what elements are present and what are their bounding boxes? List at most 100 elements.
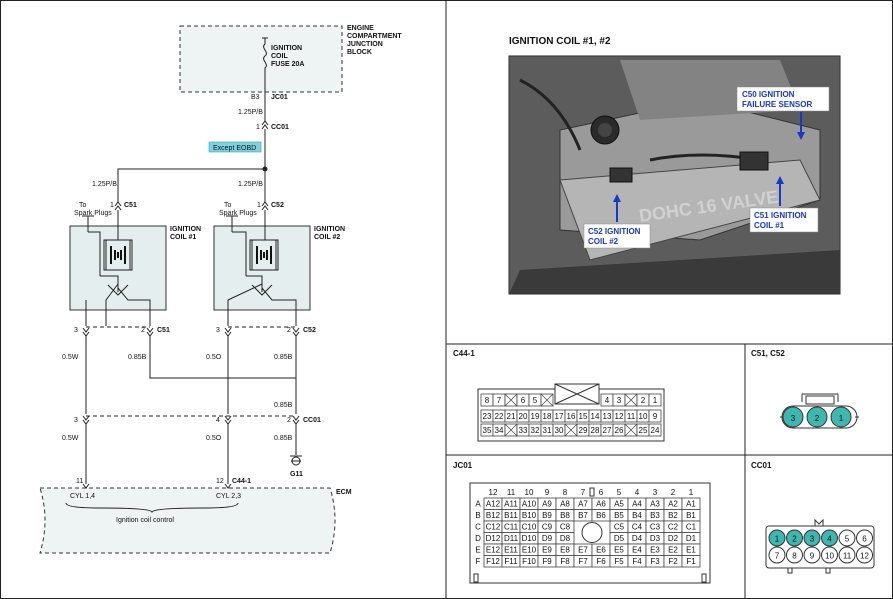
c51-pin-label: 3 — [791, 414, 796, 423]
c44-blank-pin-icon — [504, 393, 518, 407]
jc01-pin-label: B6 — [596, 511, 606, 520]
c44-keyway-icon — [554, 383, 600, 405]
jc01-pin-label: B3 — [650, 511, 660, 520]
jc01-pin-label: A9 — [542, 500, 552, 509]
cc01-bottom-name: CC01 — [303, 417, 321, 424]
cc01-bottom-pin-2: 4 — [216, 417, 220, 424]
c44-pin-label: 21 — [507, 412, 516, 421]
jc01-pin-label: D9 — [542, 534, 553, 543]
jc01-column-label: 7 — [581, 488, 586, 497]
cc01-pin-label: 6 — [862, 535, 867, 544]
c44-pin-label: 19 — [531, 412, 540, 421]
jc01-column-label: 3 — [653, 488, 658, 497]
spark-right-label-2: Spark Plugs — [219, 210, 257, 217]
arrow-up-icon — [613, 194, 621, 202]
c44-blank-pin-icon — [624, 423, 638, 437]
c44-pin-label: 31 — [543, 426, 552, 435]
c51-pin-label: 2 — [815, 414, 820, 423]
wire-mid-4: 0.85B — [274, 354, 293, 361]
jc01-pin-label: C1 — [686, 523, 697, 532]
jc01-row-label: D — [475, 534, 481, 543]
cc01-pin — [838, 529, 856, 547]
c52-bottom-name: C52 — [303, 327, 316, 334]
jc01-pin-label: A11 — [504, 500, 518, 509]
jc01-column-label: 5 — [617, 488, 622, 497]
c44-pin-label: 12 — [615, 412, 624, 421]
jc01-pin-label: D11 — [504, 534, 519, 543]
c51-top-pin: 1 — [110, 202, 114, 209]
jc01-row-label: A — [475, 500, 481, 509]
jc01-pin-label: D10 — [522, 534, 537, 543]
coil1-label-2: COIL #1 — [170, 234, 196, 241]
jc01-pin-label: B4 — [632, 511, 642, 520]
c44-pin-label: 29 — [579, 426, 588, 435]
wire-right-label: 1.25P/B — [238, 181, 263, 188]
jc01-pin-label: E5 — [614, 546, 624, 555]
coil2-label-2: COIL #2 — [314, 234, 340, 241]
c44-pin-label: 30 — [555, 426, 564, 435]
jc01-pin-label: F1 — [686, 557, 696, 566]
c51-pin — [830, 406, 852, 428]
c44-pin-label: 14 — [591, 412, 600, 421]
jc01-pin-label: C4 — [632, 523, 643, 532]
jc01-pin-label: F6 — [596, 557, 606, 566]
cc01-pin-label: 1 — [775, 535, 780, 544]
jc01-column-label: 2 — [671, 488, 676, 497]
jc01-pin-label: C2 — [668, 523, 679, 532]
jc01-pin-label: A2 — [668, 500, 678, 509]
c44-pin-b: 12 — [216, 478, 224, 485]
cc01-pin — [838, 546, 856, 564]
jc01-pin-label: E9 — [542, 546, 552, 555]
callout-c52-line2: COIL #2 — [588, 237, 619, 246]
jc01-pin-label: E12 — [486, 546, 501, 555]
wire-mid-3: 0.5O — [206, 354, 222, 361]
c44-pin-label: 16 — [567, 412, 576, 421]
c44-pin-label: 28 — [591, 426, 600, 435]
jc01-pin-label: C12 — [486, 523, 501, 532]
jc01-pin-label: E6 — [596, 546, 606, 555]
cc01-bottom-pin-3: 2 — [287, 417, 291, 424]
except-eobd-label: Except EOBD — [213, 145, 256, 152]
c51-pin — [806, 406, 828, 428]
c44-pin-label: 15 — [579, 412, 588, 421]
c44-pin-label: 18 — [543, 412, 552, 421]
fuse-label-2: COIL — [271, 53, 288, 60]
cc01-pin — [821, 546, 838, 564]
ignition-coil-1 — [69, 210, 167, 326]
fuse-label-3: FUSE 20A — [271, 61, 304, 68]
c44-pin-label: 25 — [639, 426, 648, 435]
arrow-up-icon — [776, 176, 784, 184]
cc01-pin-label: 4 — [827, 535, 832, 544]
cc01-pin-label: 10 — [825, 552, 834, 561]
c44-pin-label: 6 — [521, 396, 526, 405]
jc01-pin-label: A8 — [560, 500, 570, 509]
cc01-title: CC01 — [751, 461, 772, 470]
jc01-column-label: 12 — [489, 488, 498, 497]
jc01-pin-label: A1 — [686, 500, 696, 509]
c44-pin-label: 10 — [639, 412, 648, 421]
cc01-pin — [803, 529, 821, 547]
c44-blank-pin-icon — [504, 423, 518, 437]
c52-pin2-icon — [292, 327, 300, 337]
jc01-pin-label: D8 — [560, 534, 571, 543]
wire-mid-2: 0.85B — [128, 354, 147, 361]
jc01-pin-label: B8 — [560, 511, 570, 520]
jc01-pin-label: A10 — [522, 500, 537, 509]
c44-pin-label: 2 — [641, 396, 646, 405]
jc01-row-label: F — [476, 557, 481, 566]
c44-pin-label: 7 — [497, 396, 502, 405]
c44-pin-label: 24 — [651, 426, 660, 435]
jc01-pin-label: C3 — [650, 523, 661, 532]
jc01-pin-label: E10 — [522, 546, 537, 555]
cc01-pin — [786, 546, 803, 564]
spark-right-label-1: To — [224, 202, 232, 209]
jc01-pin-label: C10 — [522, 523, 537, 532]
jc01-pin-label: D12 — [486, 534, 501, 543]
spark-left-label-1: To — [79, 202, 87, 209]
jc01-column-label: 4 — [635, 488, 640, 497]
jc01-pin-label: B10 — [522, 511, 537, 520]
jc01-name: JC01 — [271, 94, 288, 101]
jc01-pin-label: A5 — [614, 500, 624, 509]
